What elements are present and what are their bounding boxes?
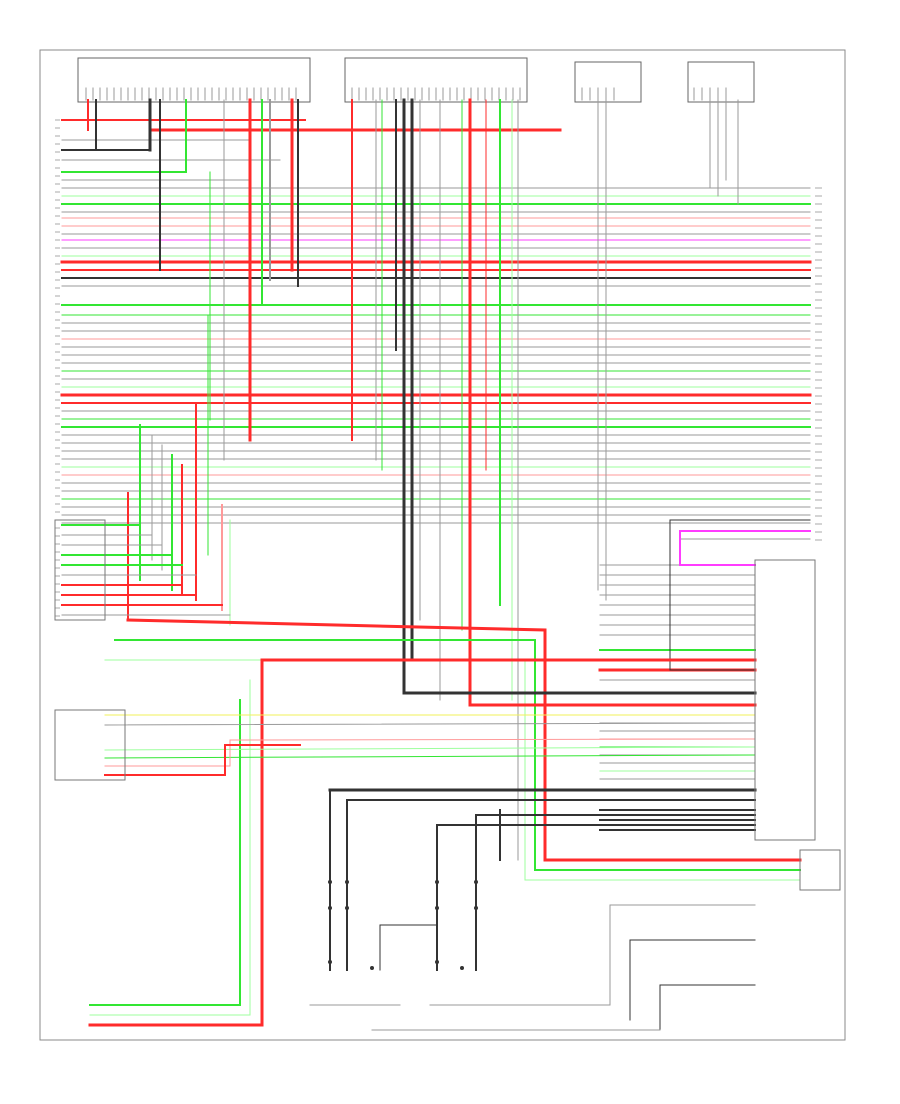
wire-214 xyxy=(104,744,301,776)
wire-layer xyxy=(60,87,812,1031)
wire-199 xyxy=(669,519,811,671)
wire-210 xyxy=(104,722,756,726)
top-connector-blocks xyxy=(77,57,755,103)
wire-204 xyxy=(88,658,264,1027)
wire-211 xyxy=(104,746,756,751)
splice-points xyxy=(328,880,478,970)
right-module-box xyxy=(754,559,816,841)
wire-213 xyxy=(104,738,756,767)
wire-201 xyxy=(114,639,801,871)
wire-198 xyxy=(679,530,811,566)
wire-206 xyxy=(89,679,251,1016)
left-module-box xyxy=(54,519,106,621)
left-module-box-2 xyxy=(54,709,126,781)
wire-212 xyxy=(104,754,756,759)
diagram-frame xyxy=(39,49,846,1041)
right-connector-box xyxy=(799,849,841,891)
wire-205 xyxy=(89,699,241,1006)
wire-200 xyxy=(126,618,802,862)
left-pin-column xyxy=(55,119,60,617)
right-pin-column xyxy=(815,187,822,541)
module-boxes xyxy=(54,519,841,891)
